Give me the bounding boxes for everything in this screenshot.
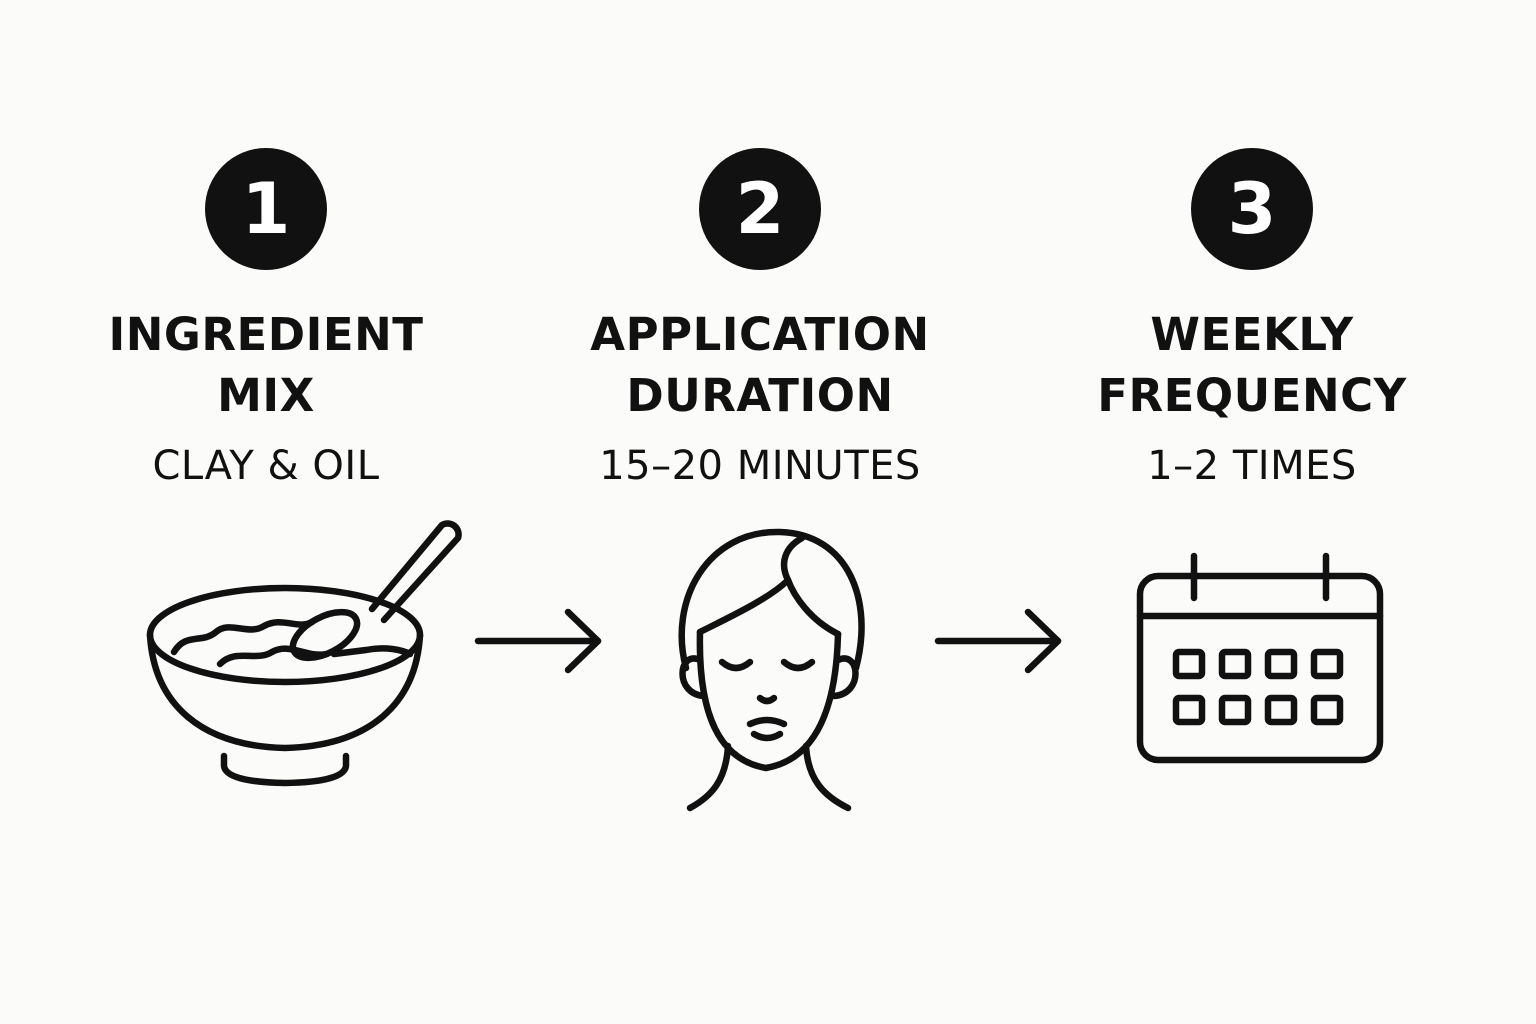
step-subtitle: 15–20 MINUTES xyxy=(599,443,921,489)
step-number-badge: 3 xyxy=(1191,148,1313,270)
step-subtitle: 1–2 TIMES xyxy=(1147,443,1357,489)
step-title-line-2: MIX xyxy=(217,369,315,422)
step-title: WEEKLY FREQUENCY xyxy=(1097,304,1406,426)
step-subtitle: CLAY & OIL xyxy=(152,443,380,489)
step-number-badge: 2 xyxy=(699,148,821,270)
step-weekly-frequency: 3 WEEKLY FREQUENCY 1–2 TIMES xyxy=(1062,148,1442,490)
bowl-with-spoon-icon xyxy=(146,520,462,787)
step-application-duration: 2 APPLICATION DURATION 15–20 MINUTES xyxy=(570,148,950,490)
arrow-right-icon xyxy=(474,608,602,674)
step-title-line-1: INGREDIENT xyxy=(108,308,424,361)
step-ingredient-mix: 1 INGREDIENT MIX CLAY & OIL xyxy=(76,148,456,490)
face-icon xyxy=(678,528,865,812)
step-title-line-1: APPLICATION xyxy=(590,308,930,361)
step-title: APPLICATION DURATION xyxy=(590,304,929,426)
calendar-icon xyxy=(1136,552,1384,764)
step-title-line-2: DURATION xyxy=(626,369,894,422)
step-title-line-2: FREQUENCY xyxy=(1097,369,1407,422)
arrow-right-icon xyxy=(934,608,1062,674)
step-number-badge: 1 xyxy=(205,148,327,270)
step-title-line-1: WEEKLY xyxy=(1150,308,1354,361)
step-title: INGREDIENT MIX xyxy=(109,304,424,426)
